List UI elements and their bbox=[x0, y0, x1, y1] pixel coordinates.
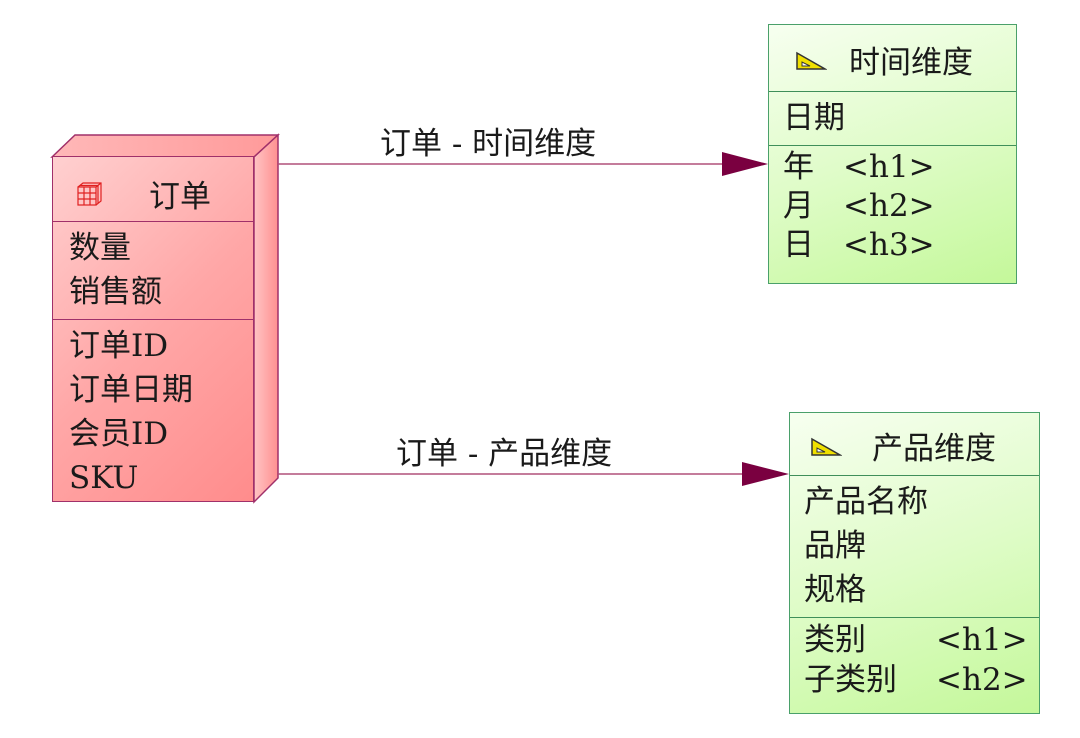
hierarchy-item: 年<h1> bbox=[783, 149, 935, 185]
fact-keys-section: 订单ID 订单日期 会员ID SKU bbox=[53, 320, 253, 504]
measure-item: 数量 bbox=[69, 230, 131, 266]
attribute-item: 品牌 bbox=[804, 528, 866, 564]
key-item: 订单日期 bbox=[69, 372, 193, 408]
fact-box-side-face bbox=[253, 133, 279, 504]
dimension-hierarchy: 类别<h1> 子类别<h2> bbox=[790, 618, 1039, 700]
dimension-table-time[interactable]: 时间维度 日期 年<h1> 月<h2> 日<h3> bbox=[768, 24, 1017, 284]
attribute-item: 规格 bbox=[804, 572, 866, 608]
arrowhead-product bbox=[742, 462, 789, 486]
measure-item: 销售额 bbox=[69, 274, 162, 310]
relationship-label-time: 订单 - 时间维度 bbox=[380, 126, 597, 162]
fact-table-title: 订单 bbox=[149, 179, 211, 215]
key-item: 订单ID bbox=[69, 328, 169, 364]
arrowhead-time bbox=[722, 152, 768, 176]
dimension-header: 产品维度 bbox=[790, 413, 1039, 476]
dimension-header: 时间维度 bbox=[769, 25, 1016, 92]
dimension-attributes: 产品名称 品牌 规格 bbox=[790, 476, 1039, 618]
dimension-hierarchy: 年<h1> 月<h2> 日<h3> bbox=[769, 146, 1016, 265]
key-item: SKU bbox=[69, 460, 139, 496]
set-square-icon bbox=[811, 437, 842, 456]
hierarchy-item: 月<h2> bbox=[783, 188, 935, 224]
cube-icon bbox=[77, 182, 102, 206]
dimension-title: 产品维度 bbox=[872, 431, 996, 467]
key-item: 会员ID bbox=[69, 416, 169, 452]
hierarchy-item: 类别<h1> bbox=[804, 622, 1028, 658]
attribute-item: 日期 bbox=[783, 100, 845, 136]
hierarchy-item: 日<h3> bbox=[783, 227, 935, 263]
fact-table-order[interactable]: 订单 数量 销售额 订单ID 订单日期 会员ID SKU bbox=[52, 156, 254, 502]
hierarchy-item: 子类别<h2> bbox=[804, 662, 1028, 698]
attribute-item: 产品名称 bbox=[804, 484, 928, 520]
fact-table-header: 订单 bbox=[53, 157, 253, 222]
dimension-table-product[interactable]: 产品维度 产品名称 品牌 规格 类别<h1> 子类别<h2> bbox=[789, 412, 1040, 714]
fact-box-top-face bbox=[50, 134, 280, 158]
dimension-title: 时间维度 bbox=[849, 45, 973, 81]
dimension-attributes: 日期 bbox=[769, 92, 1016, 146]
fact-measures-section: 数量 销售额 bbox=[53, 222, 253, 320]
set-square-icon bbox=[796, 51, 827, 70]
relationship-label-product: 订单 - 产品维度 bbox=[396, 436, 613, 472]
